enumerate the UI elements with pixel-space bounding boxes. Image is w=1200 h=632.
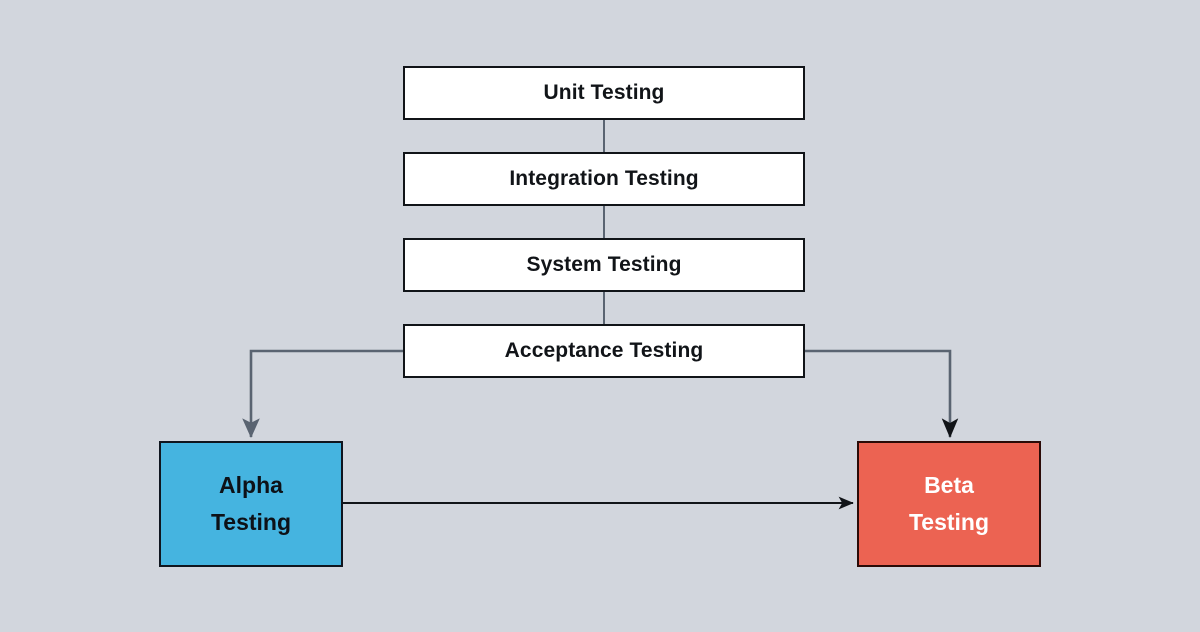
stage-label: System Testing (526, 253, 682, 276)
stage-node-system-testing[interactable]: System Testing (403, 238, 805, 292)
connector-acceptance-to-alpha (242, 349, 403, 439)
stage-node-unit-testing[interactable]: Unit Testing (403, 66, 805, 120)
stage-node-acceptance-testing[interactable]: Acceptance Testing (403, 324, 805, 378)
outcome-label: Alpha Testing (210, 471, 292, 535)
outcome-node-beta-testing[interactable]: Beta Testing (857, 441, 1041, 567)
outcome-label: Beta Testing (908, 471, 990, 535)
outcome-node-alpha-testing[interactable]: Alpha Testing (159, 441, 343, 567)
connector-acceptance-to-beta (805, 349, 959, 439)
stage-node-integration-testing[interactable]: Integration Testing (403, 152, 805, 206)
stage-label: Acceptance Testing (504, 339, 704, 362)
stage-label: Integration Testing (509, 167, 699, 190)
stage-label: Unit Testing (543, 81, 665, 104)
